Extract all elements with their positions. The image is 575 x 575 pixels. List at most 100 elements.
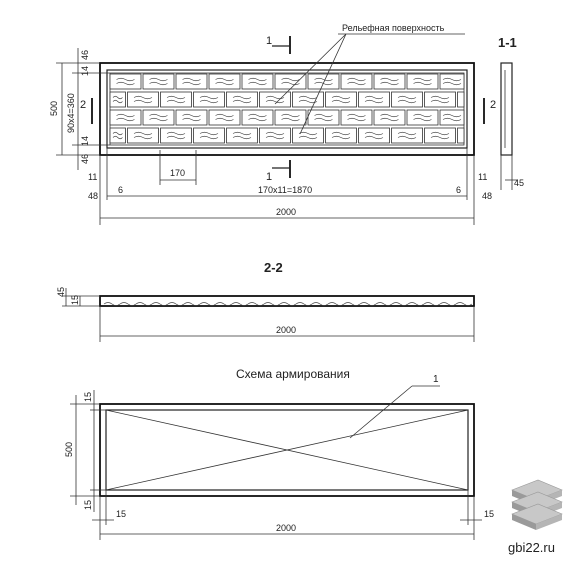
section-2-2-title: 2-2 — [264, 260, 283, 275]
cut-line-1: 1 1 — [266, 35, 291, 183]
brick — [373, 109, 406, 126]
brick — [109, 73, 142, 90]
brick — [109, 91, 126, 108]
cut-2-left-label: 2 — [80, 99, 86, 111]
brick — [424, 127, 456, 144]
brick — [208, 109, 241, 126]
brick-texture — [380, 77, 399, 86]
dim-170: 170 — [170, 168, 185, 178]
brick — [406, 109, 439, 126]
brick — [160, 91, 192, 108]
brick-texture — [413, 77, 432, 86]
cut-2-right-label: 2 — [490, 99, 496, 111]
relief-field-inner — [109, 72, 465, 146]
horizontal-dimensions: 170 170х11=1870 11 48 6 6 2000 — [88, 148, 475, 225]
brick-texture — [133, 131, 153, 140]
dim-6-left: 6 — [118, 185, 123, 195]
brick — [175, 109, 208, 126]
brick-texture — [397, 95, 417, 104]
dim-11-left: 11 — [88, 172, 97, 182]
reinforcement-callout: 1 — [433, 374, 439, 385]
brick — [226, 91, 258, 108]
brick-texture — [232, 95, 252, 104]
brick-texture — [149, 113, 168, 122]
brick-texture — [265, 131, 285, 140]
section-dim-15: 15 — [70, 295, 80, 305]
brick-texture — [347, 113, 366, 122]
panel-outline — [99, 62, 475, 156]
vertical-dimensions: 500 90х4=360 46 14 14 46 — [49, 48, 110, 170]
section-1-1-title: 1-1 — [498, 35, 517, 50]
brick-texture — [397, 131, 417, 140]
dim-48-left: 48 — [88, 191, 98, 201]
reinf-dim-15-left: 15 — [116, 509, 126, 519]
brick-texture — [248, 77, 267, 86]
brick — [142, 73, 175, 90]
brick-texture — [215, 113, 234, 122]
reinforcement-title: Схема армирования — [236, 367, 350, 381]
brick-texture — [347, 77, 366, 86]
brick-texture — [298, 131, 318, 140]
section-dim-45: 45 — [56, 287, 66, 297]
brick-texture — [314, 113, 333, 122]
brick-texture — [232, 131, 252, 140]
dim-14-top: 14 — [80, 66, 90, 76]
brick-texture — [112, 95, 123, 104]
brick-texture — [116, 113, 135, 122]
reinf-dim-15-right: 15 — [484, 509, 494, 519]
brick — [127, 91, 159, 108]
section-dim-2000: 2000 — [276, 325, 296, 335]
relief-field-outline — [106, 69, 468, 149]
brick-texture — [149, 77, 168, 86]
brick — [325, 127, 357, 144]
site-logo: gbi22.ru — [508, 479, 563, 555]
reinf-dim-15-bottom: 15 — [83, 500, 93, 510]
brick-texture — [215, 77, 234, 86]
brick-texture — [442, 113, 462, 122]
brick — [109, 109, 142, 126]
dim-2000-top: 2000 — [276, 207, 296, 217]
brick — [373, 73, 406, 90]
brick — [193, 91, 225, 108]
brick — [439, 73, 465, 90]
brick — [160, 127, 192, 144]
brick-texture — [133, 95, 153, 104]
brick-texture — [430, 95, 450, 104]
brick-texture — [430, 131, 450, 140]
brick — [439, 109, 465, 126]
brick — [259, 91, 291, 108]
reinforcement-mesh-outline — [105, 409, 469, 491]
brick-texture — [364, 95, 384, 104]
cut-1-top-label: 1 — [266, 35, 272, 47]
brick-texture — [248, 113, 267, 122]
brick — [274, 109, 307, 126]
brick — [193, 127, 225, 144]
brick — [259, 127, 291, 144]
brick — [241, 73, 274, 90]
brick — [208, 73, 241, 90]
brick-texture — [166, 95, 186, 104]
mesh-diagonal-2 — [105, 409, 469, 491]
section-2-2-outline — [99, 295, 475, 307]
dim-90x4: 90х4=360 — [66, 93, 76, 133]
dim-6-right: 6 — [456, 185, 461, 195]
dim-45-side: 45 — [514, 178, 524, 188]
brick — [241, 109, 274, 126]
brick — [406, 73, 439, 90]
reinf-dim-500: 500 — [64, 442, 74, 457]
brick-texture — [380, 113, 399, 122]
dim-48-right: 48 — [482, 191, 492, 201]
brick — [358, 127, 390, 144]
section-1-1: 1-1 45 11 48 — [478, 35, 524, 201]
brick — [457, 91, 465, 108]
brick-texture — [199, 131, 219, 140]
brick-texture — [331, 95, 351, 104]
brick — [340, 73, 373, 90]
dim-46-bottom: 46 — [80, 154, 90, 164]
reinf-dim-15-top: 15 — [83, 392, 93, 402]
brick-texture — [413, 113, 432, 122]
brick — [292, 91, 324, 108]
brick — [109, 127, 126, 144]
brick-pattern — [109, 73, 465, 144]
brick — [307, 73, 340, 90]
